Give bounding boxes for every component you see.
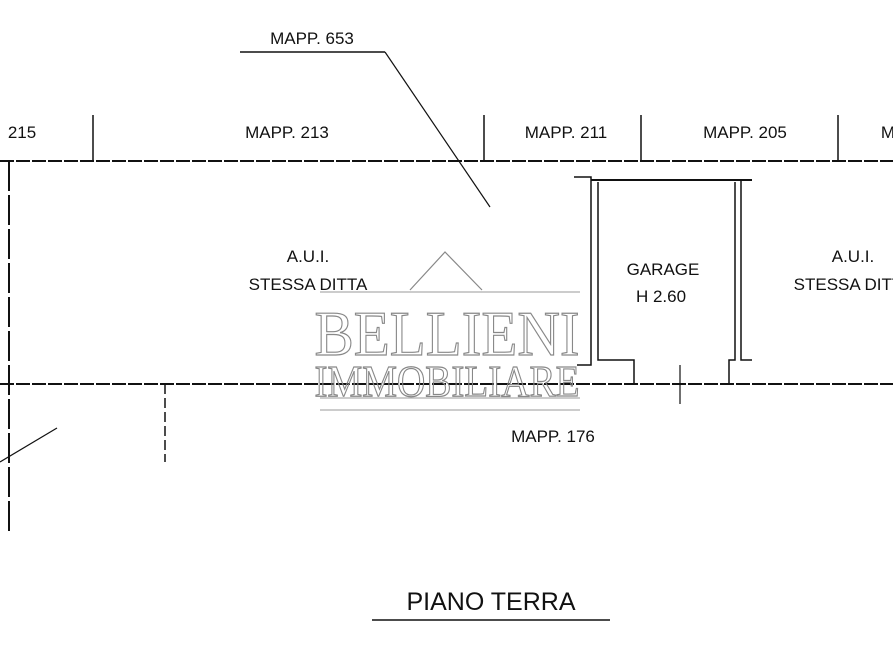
watermark-line1: BELLIENI bbox=[315, 298, 580, 369]
parcel-label: 215 bbox=[8, 123, 36, 142]
parcel-south-label: MAPP. 176 bbox=[511, 427, 595, 446]
parcel-label: MAPP. 213 bbox=[245, 123, 329, 142]
parcel-label: M bbox=[881, 123, 893, 142]
watermark: BELLIENI IMMOBILIARE bbox=[314, 251, 580, 411]
floor-title: PIANO TERRA bbox=[406, 588, 575, 616]
garage-right-wall bbox=[728, 182, 736, 383]
room-left-label: A.U.I. bbox=[287, 247, 330, 266]
garage-inner-left-wall bbox=[597, 182, 635, 383]
room-right-sublabel: STESSA DITTA bbox=[794, 275, 893, 294]
garage-label: GARAGE bbox=[627, 260, 700, 279]
watermark-line2: IMMOBILIARE bbox=[315, 357, 580, 406]
parcel-label: MAPP. 211 bbox=[525, 123, 608, 142]
garage-right-outer-wall bbox=[740, 180, 752, 361]
garage-height: H 2.60 bbox=[636, 287, 686, 306]
parcel-label: MAPP. 205 bbox=[703, 123, 787, 142]
garage-left-wall bbox=[574, 176, 592, 366]
room-left-sublabel: STESSA DITTA bbox=[249, 275, 368, 294]
room-right-label: A.U.I. bbox=[832, 247, 875, 266]
leader-line bbox=[384, 51, 491, 208]
parcel-north-label: MAPP. 653 bbox=[270, 29, 354, 48]
diagonal-mark bbox=[0, 427, 58, 463]
